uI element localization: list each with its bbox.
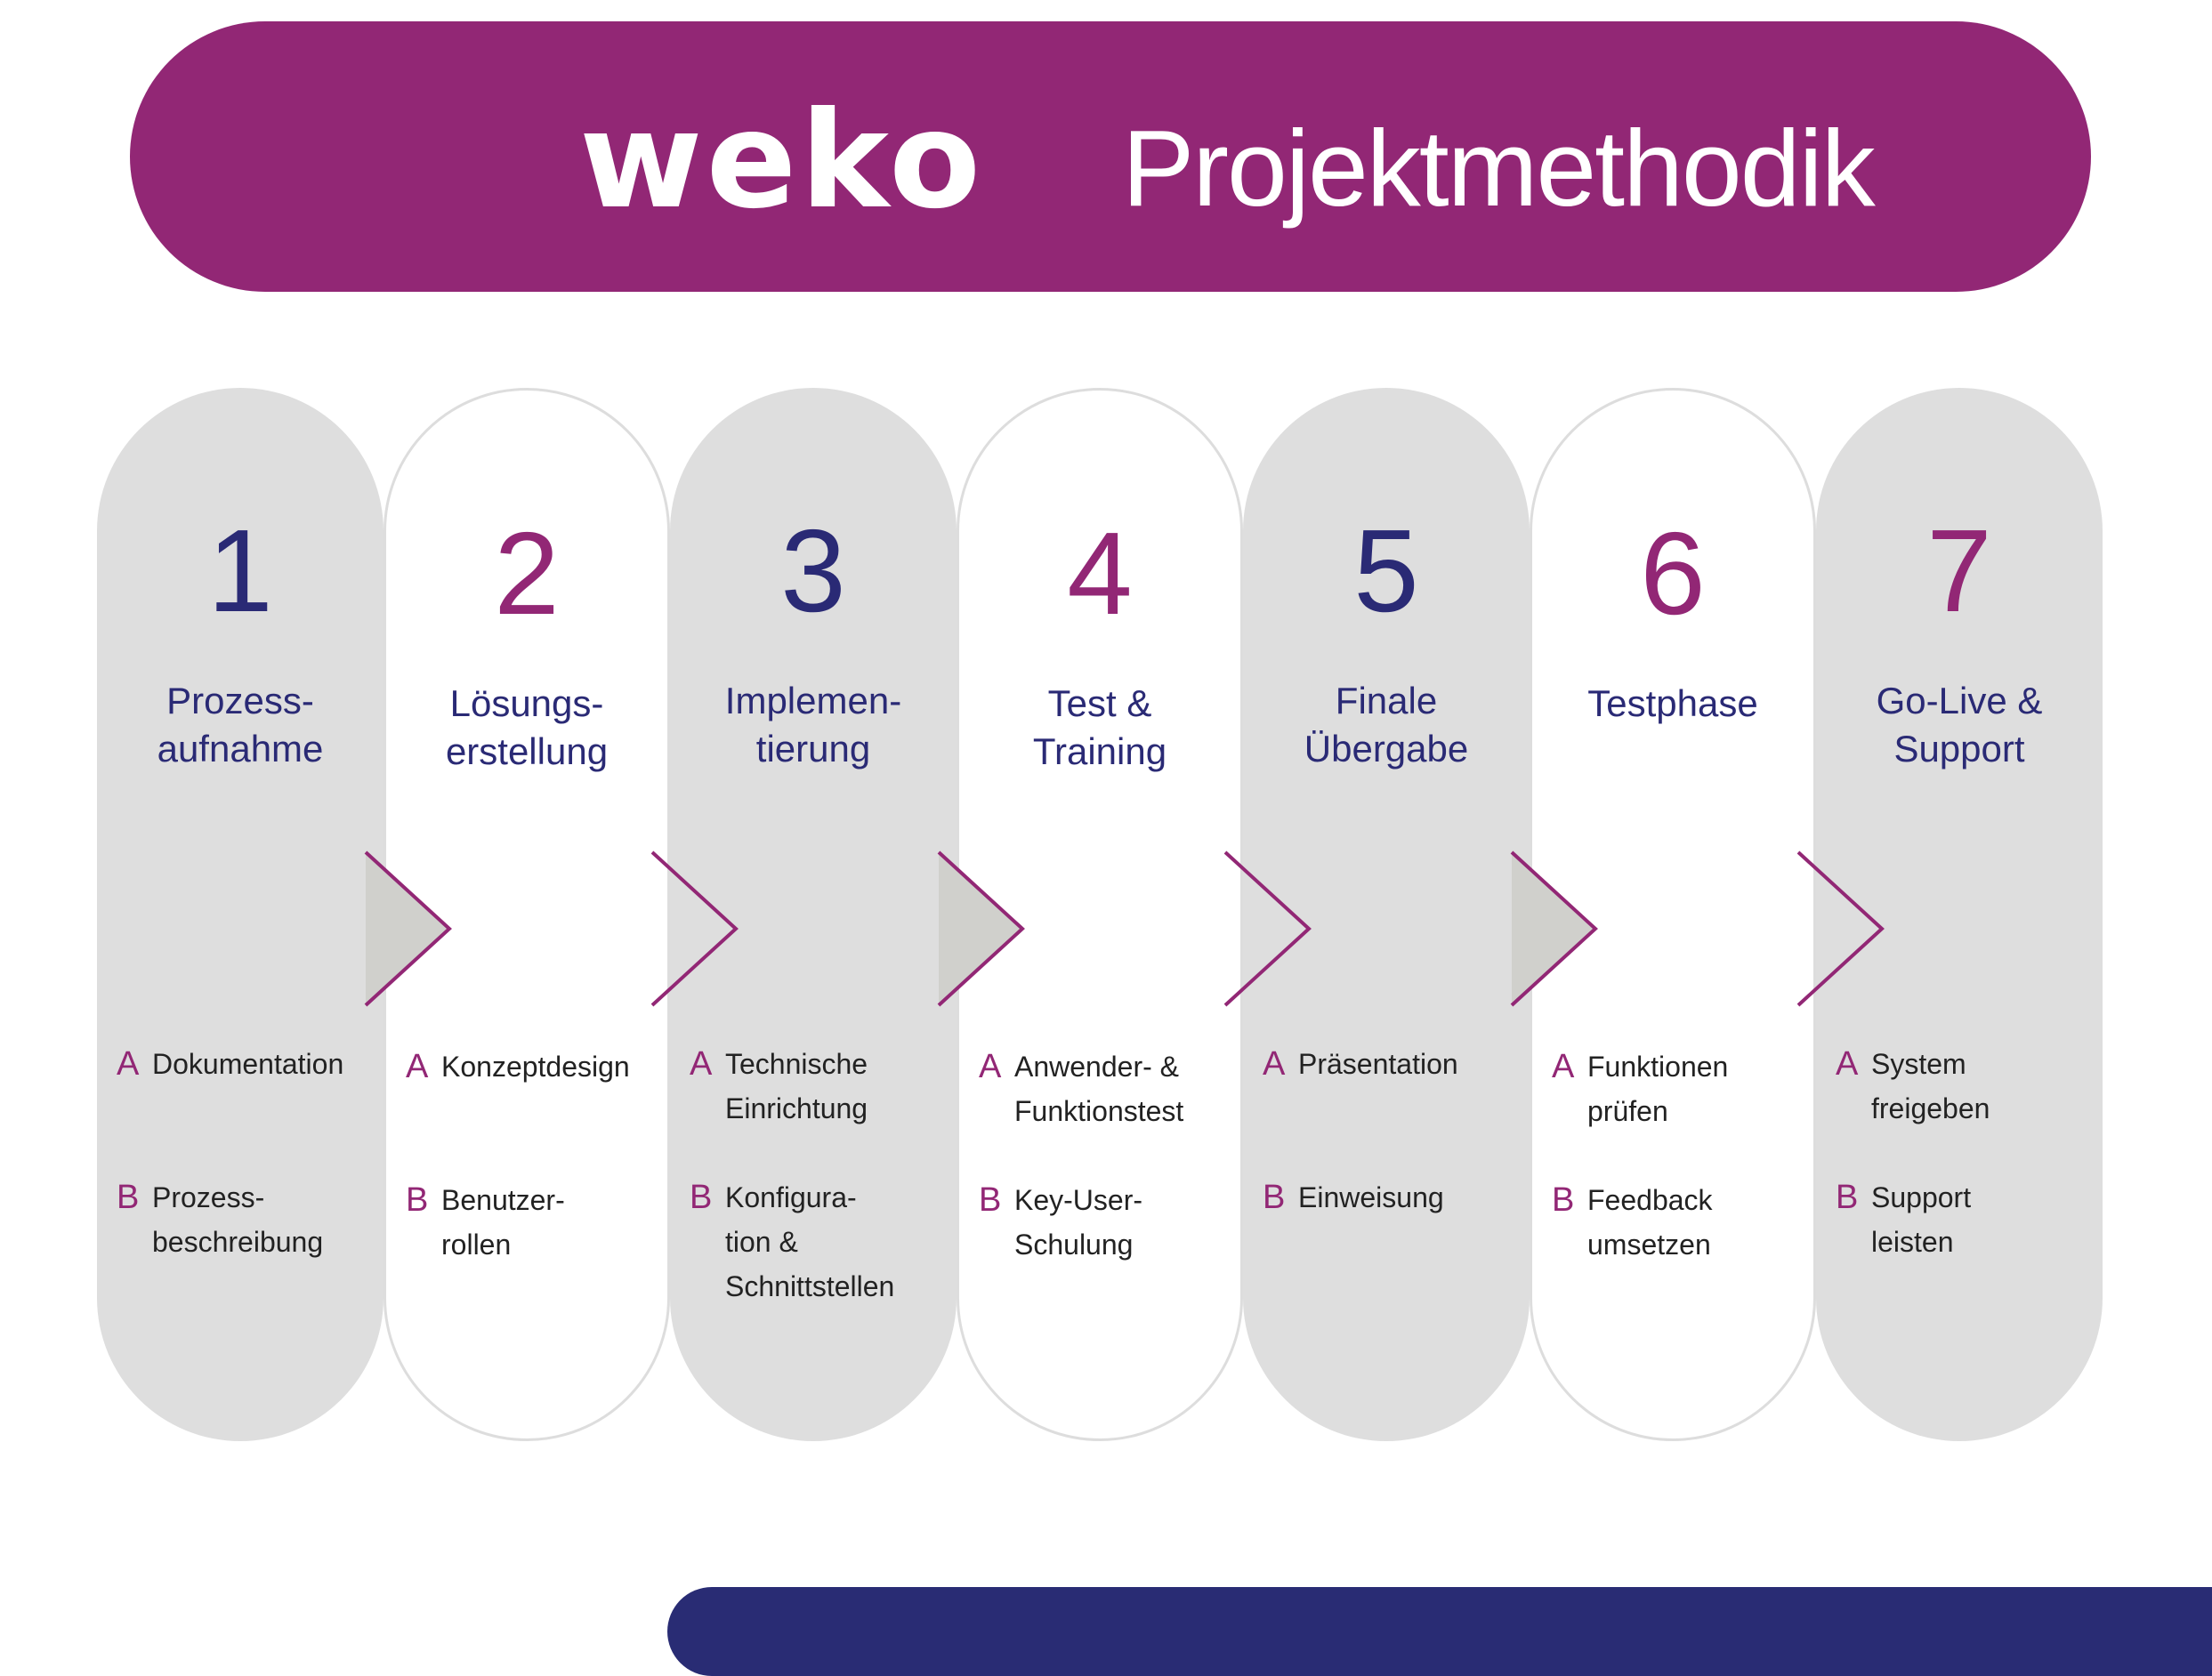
item-text: Prozess- beschreibung xyxy=(152,1181,324,1258)
item-letter: B xyxy=(117,1179,140,1216)
chevron-arrow-icon xyxy=(1510,850,1598,1007)
item-letter: B xyxy=(979,1181,1002,1219)
step-number: 3 xyxy=(780,505,846,636)
item-text: Key-User- Schulung xyxy=(1014,1184,1143,1261)
item-text: Support leisten xyxy=(1871,1181,1972,1258)
item-letter: A xyxy=(690,1045,713,1083)
item-text: Dokumentation xyxy=(152,1048,344,1080)
item-letter: A xyxy=(1552,1048,1575,1085)
item-letter: A xyxy=(1836,1045,1859,1083)
item-text: Benutzer- rollen xyxy=(441,1184,565,1261)
step-item-a: A Präsentation xyxy=(1263,1042,1526,1086)
step-item-b: B Konfigura- tion & Schnittstellen xyxy=(690,1175,953,1309)
step-item-b: B Prozess- beschreibung xyxy=(117,1175,380,1264)
step-title: Test & Training xyxy=(1032,682,1167,772)
step-title: Testphase xyxy=(1587,682,1758,724)
item-letter: A xyxy=(406,1048,429,1085)
item-letter: A xyxy=(117,1045,140,1083)
chevron-arrow-icon xyxy=(937,850,1025,1007)
step-title: Implemen- tierung xyxy=(724,680,902,770)
step-column-1: 1 Prozess- aufnahme A Dokumentation B Pr… xyxy=(97,388,383,1441)
step-column-3: 3 Implemen- tierung A Technische Einrich… xyxy=(670,388,957,1441)
step-number: 6 xyxy=(1640,508,1706,639)
page-title: Projektmethodik xyxy=(1122,108,1876,229)
step-item-a: A Anwender- & Funktionstest xyxy=(979,1044,1237,1133)
step-title: Go-Live & Support xyxy=(1876,680,2043,770)
item-letter: B xyxy=(690,1179,713,1216)
item-letter: A xyxy=(1263,1045,1286,1083)
step-number: 5 xyxy=(1353,505,1419,636)
step-title: Finale Übergabe xyxy=(1304,680,1469,770)
chevron-arrow-icon xyxy=(650,850,739,1007)
step-item-b: B Support leisten xyxy=(1836,1175,2099,1264)
item-text: Technische Einrichtung xyxy=(725,1048,868,1124)
footer-bar xyxy=(667,1587,2212,1676)
step-title: Prozess- aufnahme xyxy=(157,680,324,770)
item-text: Konzeptdesign xyxy=(441,1051,630,1083)
step-item-a: A Technische Einrichtung xyxy=(690,1042,953,1131)
item-letter: B xyxy=(1836,1179,1859,1216)
step-item-b: B Feedback umsetzen xyxy=(1552,1178,1810,1267)
step-item-b: B Benutzer- rollen xyxy=(406,1178,664,1267)
step-item-b: B Key-User- Schulung xyxy=(979,1178,1237,1267)
item-text: Konfigura- tion & Schnittstellen xyxy=(725,1181,895,1302)
item-text: Funktionen prüfen xyxy=(1587,1051,1729,1127)
step-item-a: A System freigeben xyxy=(1836,1042,2099,1131)
item-text: System freigeben xyxy=(1871,1048,1990,1124)
chevron-arrow-icon xyxy=(364,850,452,1007)
item-text: Feedback umsetzen xyxy=(1587,1184,1713,1261)
item-letter: B xyxy=(1263,1179,1286,1216)
item-letter: A xyxy=(979,1048,1002,1085)
item-letter: B xyxy=(406,1181,429,1219)
item-text: Einweisung xyxy=(1298,1181,1444,1213)
step-item-b: B Einweisung xyxy=(1263,1175,1526,1220)
item-text: Präsentation xyxy=(1298,1048,1458,1080)
weko-logo: weko xyxy=(579,84,985,238)
step-number: 1 xyxy=(207,505,273,636)
step-number: 2 xyxy=(494,508,560,639)
item-text: Anwender- & Funktionstest xyxy=(1014,1051,1184,1127)
step-number: 7 xyxy=(1926,505,1992,636)
step-item-a: A Funktionen prüfen xyxy=(1552,1044,1810,1133)
step-number: 4 xyxy=(1067,508,1133,639)
step-item-a: A Dokumentation xyxy=(117,1042,380,1086)
chevron-arrow-icon xyxy=(1223,850,1312,1007)
step-item-a: A Konzeptdesign xyxy=(406,1044,664,1089)
header-banner: weko Projektmethodik xyxy=(130,21,2091,292)
item-letter: B xyxy=(1552,1181,1575,1219)
chevron-arrow-icon xyxy=(1796,850,1885,1007)
step-title: Lösungs- erstellung xyxy=(445,682,609,772)
